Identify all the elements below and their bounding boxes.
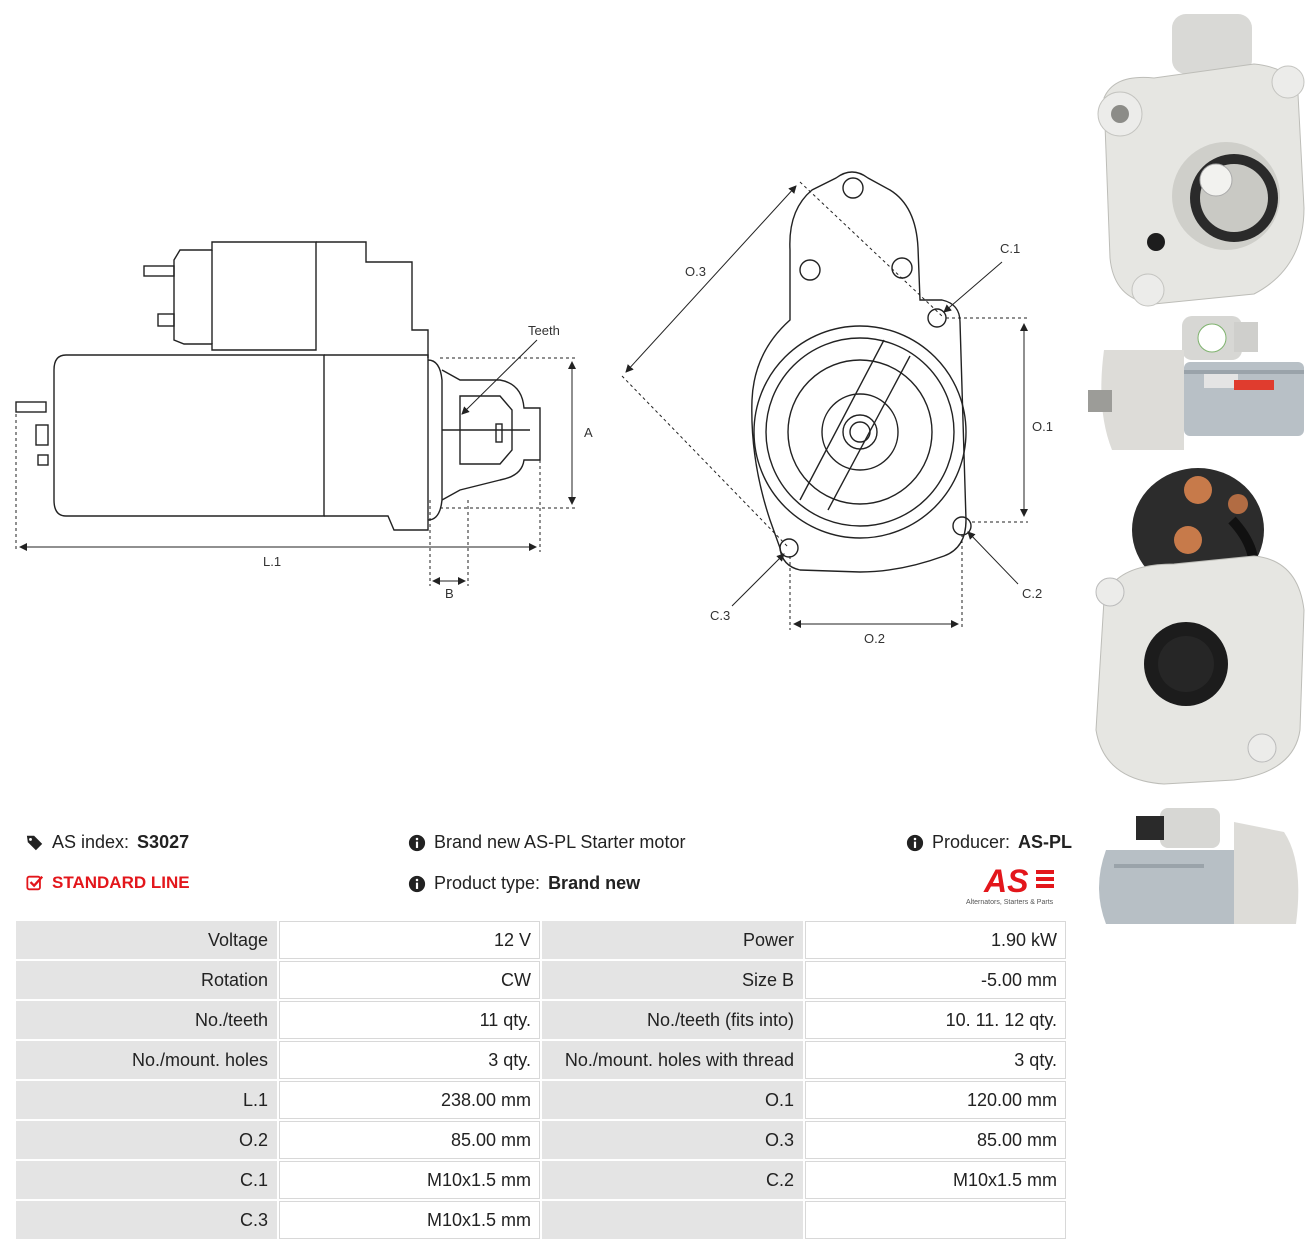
spec-label: No./teeth (fits into): [541, 1001, 804, 1039]
label-o2: O.2: [864, 631, 885, 646]
label-teeth: Teeth: [528, 323, 560, 338]
spec-label: No./teeth: [16, 1001, 278, 1039]
table-row: C.1 M10x1.5 mm C.2 M10x1.5 mm: [16, 1161, 1066, 1199]
producer-label: Producer:: [932, 832, 1011, 852]
table-row: No./mount. holes 3 qty. No./mount. holes…: [16, 1041, 1066, 1079]
spec-label: C.2: [541, 1161, 804, 1199]
as-index-row: AS index: S3027: [26, 832, 189, 853]
spec-label: O.2: [16, 1121, 278, 1159]
spec-label: L.1: [16, 1081, 278, 1119]
spec-label: C.1: [16, 1161, 278, 1199]
product-photo-side-top[interactable]: [1084, 310, 1312, 456]
info-circle-icon: [408, 834, 426, 851]
spec-label: [541, 1201, 804, 1239]
product-photo-front[interactable]: [1084, 8, 1312, 314]
brand-text: Brand new AS-PL Starter motor: [434, 832, 686, 852]
svg-text:AS: AS: [983, 863, 1029, 899]
spec-value: 85.00 mm: [805, 1121, 1066, 1159]
spec-value: M10x1.5 mm: [279, 1161, 540, 1199]
label-c3: C.3: [710, 608, 730, 623]
svg-text:Alternators, Starters & Parts: Alternators, Starters & Parts: [966, 899, 1054, 906]
side-dimensions: [15, 339, 578, 586]
front-view: [751, 171, 972, 573]
label-o1: O.1: [1032, 419, 1053, 434]
spec-value: 1.90 kW: [805, 921, 1066, 959]
spec-label: Rotation: [16, 961, 278, 999]
spec-label: No./mount. holes: [16, 1041, 278, 1079]
technical-drawing: Teeth A L.1 B O.3 C.1 O.1 C.2 C.3 O.2: [15, 171, 1053, 646]
tags-icon: [26, 835, 43, 850]
spec-value: 12 V: [279, 921, 540, 959]
spec-value: CW: [279, 961, 540, 999]
spec-value: 11 qty.: [279, 1001, 540, 1039]
label-c1: C.1: [1000, 241, 1020, 256]
spec-value: 10. 11. 12 qty.: [805, 1001, 1066, 1039]
label-l1: L.1: [263, 554, 281, 569]
label-c2: C.2: [1022, 586, 1042, 601]
standard-line-label: STANDARD LINE: [52, 873, 190, 892]
table-row: L.1 238.00 mm O.1 120.00 mm: [16, 1081, 1066, 1119]
product-type-label: Product type:: [434, 873, 541, 893]
spec-value: -5.00 mm: [805, 961, 1066, 999]
producer-value: AS-PL: [1018, 832, 1073, 852]
label-a: A: [584, 425, 593, 440]
label-b: B: [445, 586, 454, 601]
table-row: Rotation CW Size B -5.00 mm: [16, 961, 1066, 999]
spec-value: 238.00 mm: [279, 1081, 540, 1119]
check-square-icon: [26, 875, 44, 891]
as-index-label: AS index:: [52, 832, 130, 852]
spec-value: M10x1.5 mm: [279, 1201, 540, 1239]
info-circle-icon: [906, 834, 924, 851]
table-row: C.3 M10x1.5 mm: [16, 1201, 1066, 1239]
spec-value: [805, 1201, 1066, 1239]
as-index-value: S3027: [137, 832, 190, 852]
product-photo-rear[interactable]: [1084, 460, 1312, 800]
spec-label: No./mount. holes with thread: [541, 1041, 804, 1079]
side-view: [15, 241, 541, 531]
spec-label: Power: [541, 921, 804, 959]
spec-value: 85.00 mm: [279, 1121, 540, 1159]
info-circle-icon: [408, 875, 426, 892]
table-row: Voltage 12 V Power 1.90 kW: [16, 921, 1066, 959]
table-row: No./teeth 11 qty. No./teeth (fits into) …: [16, 1001, 1066, 1039]
table-row: O.2 85.00 mm O.3 85.00 mm: [16, 1121, 1066, 1159]
product-photo-side-bottom[interactable]: [1084, 802, 1312, 932]
spec-value: M10x1.5 mm: [805, 1161, 1066, 1199]
spec-label: Size B: [541, 961, 804, 999]
spec-value: 120.00 mm: [805, 1081, 1066, 1119]
spec-label: O.3: [541, 1121, 804, 1159]
brand-row: Brand new AS-PL Starter motor: [408, 832, 685, 853]
producer-row: Producer: AS-PL: [906, 832, 1072, 853]
spec-value: 3 qty.: [805, 1041, 1066, 1079]
spec-label: O.1: [541, 1081, 804, 1119]
product-type-row: Product type: Brand new: [408, 873, 640, 894]
as-pl-logo: AS Alternators, Starters & Parts: [966, 863, 1054, 906]
standard-line-row: STANDARD LINE: [26, 873, 190, 893]
spec-label: Voltage: [16, 921, 278, 959]
specification-table: Voltage 12 V Power 1.90 kW Rotation CW S…: [14, 919, 1068, 1241]
front-dimensions: [621, 181, 1028, 630]
product-type-value: Brand new: [548, 873, 641, 893]
label-o3: O.3: [685, 264, 706, 279]
spec-value: 3 qty.: [279, 1041, 540, 1079]
spec-label: C.3: [16, 1201, 278, 1239]
